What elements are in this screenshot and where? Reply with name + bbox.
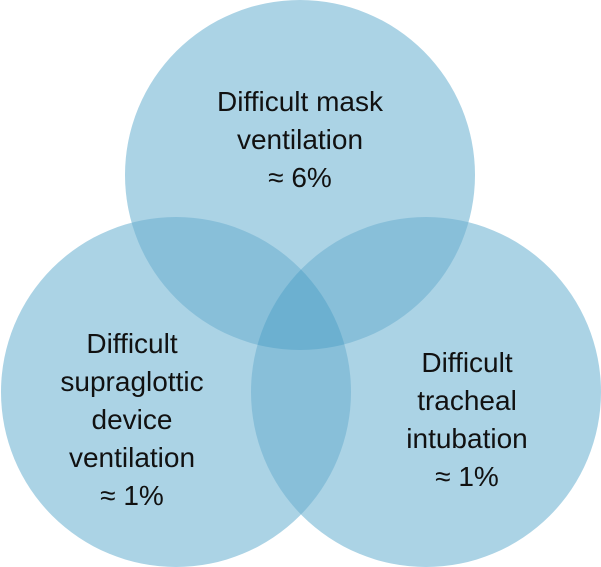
label-line: tracheal <box>417 385 517 416</box>
label-line: ventilation <box>236 124 364 155</box>
label-percentage: ≈ 1% <box>435 461 499 492</box>
label-line: device <box>91 404 173 435</box>
label-line: Difficult <box>86 328 178 359</box>
label-line: intubation <box>406 423 528 454</box>
overlap-mask-tracheal <box>251 217 475 350</box>
label-mask-ventilation: Difficult mask ventilation ≈ 6% <box>180 83 420 197</box>
label-line: supraglottic <box>60 366 204 397</box>
label-line: ventilation <box>68 442 196 473</box>
label-tracheal-intubation: Difficult tracheal intubation ≈ 1% <box>367 344 567 496</box>
label-supraglottic-ventilation: Difficult supraglottic device ventilatio… <box>32 325 232 515</box>
label-line: Difficult mask <box>217 86 383 117</box>
overlap-mask-supraglottic <box>125 217 351 350</box>
label-percentage: ≈ 1% <box>100 480 164 511</box>
label-line: Difficult <box>421 347 513 378</box>
label-percentage: ≈ 6% <box>268 162 332 193</box>
